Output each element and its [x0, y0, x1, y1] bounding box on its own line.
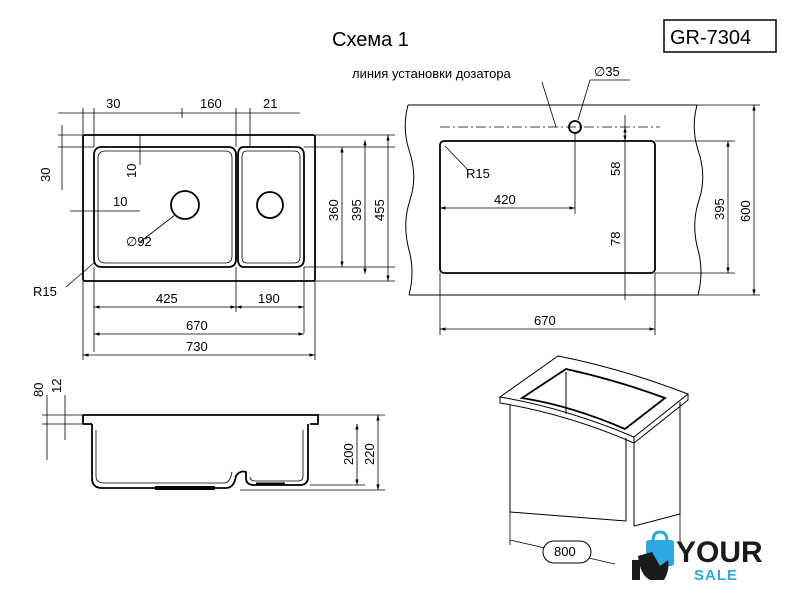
sink-cutout-iso	[519, 368, 667, 431]
model-code: GR-7304	[670, 27, 751, 49]
main-bowl-outline	[93, 146, 237, 268]
dim-rim: 80	[31, 383, 46, 397]
brand-name: YOUR	[676, 536, 763, 569]
cabinet-view: 800	[498, 355, 689, 565]
dim-total-height: 220	[362, 443, 377, 465]
dim-drain-from-top: 10	[124, 164, 139, 178]
shopping-bag-hand-icon	[632, 530, 674, 580]
cutout-outline	[439, 140, 656, 274]
dim-partition-offset: 160	[200, 96, 222, 111]
dim-small-bowl: 190	[258, 291, 280, 306]
brand-logo: YOUR SALE	[632, 530, 763, 584]
scheme-title: Схема 1	[332, 29, 409, 51]
dim-left-margin: 30	[106, 96, 120, 111]
section-view: 80 12 200 220	[31, 379, 385, 491]
small-drain-hole	[256, 191, 284, 219]
countertop-break-right	[693, 104, 704, 296]
dispenser-line-label: линия установки дозатора	[352, 66, 512, 81]
dim-drain-from-left: 10	[113, 194, 127, 209]
brand-sub: SALE	[694, 567, 738, 584]
dim-cutout-width: 670	[534, 313, 556, 328]
dim-inner-width: 670	[186, 318, 208, 333]
small-bowl-outline	[237, 146, 305, 268]
top-corner-radius: R15	[33, 284, 57, 299]
cabinet-width-frame	[542, 540, 592, 564]
dim-cutout-depth-top: 395	[349, 199, 364, 221]
dim-bowl-depth: 360	[326, 199, 341, 221]
dim-cabinet-width: 800	[554, 544, 576, 559]
section-bowl-profile	[91, 424, 309, 489]
dim-cutout-depth: 395	[712, 198, 727, 220]
dim-main-bowl: 425	[156, 291, 178, 306]
countertop-break-left	[404, 104, 415, 296]
dim-overall-depth: 455	[372, 199, 387, 221]
top-view: 30 160 21 30 10 10 ∅92 R15 425 190 670	[33, 96, 395, 360]
cutout-corner-radius: R15	[466, 166, 490, 181]
dim-partition-width: 21	[263, 96, 277, 111]
dim-flange: 12	[49, 379, 64, 393]
dim-bowl-height: 200	[341, 443, 356, 465]
dim-hole-offset-x: 420	[494, 192, 516, 207]
drain-diameter-label: ∅92	[126, 234, 152, 249]
dim-hole-offset-y: 58	[608, 162, 623, 176]
sink-outline	[82, 134, 316, 282]
dim-top-margin: 30	[38, 168, 53, 182]
dim-overall-width: 730	[186, 339, 208, 354]
dispenser-hole-diameter: ∅35	[594, 64, 620, 79]
dim-hole-bottom: 78	[608, 232, 623, 246]
model-code-frame	[663, 19, 777, 53]
dim-cabinet-depth: 600	[738, 200, 753, 222]
cutout-view: линия установки дозатора ∅35 R15 420 58 …	[352, 64, 760, 335]
main-drain-hole	[170, 190, 200, 220]
